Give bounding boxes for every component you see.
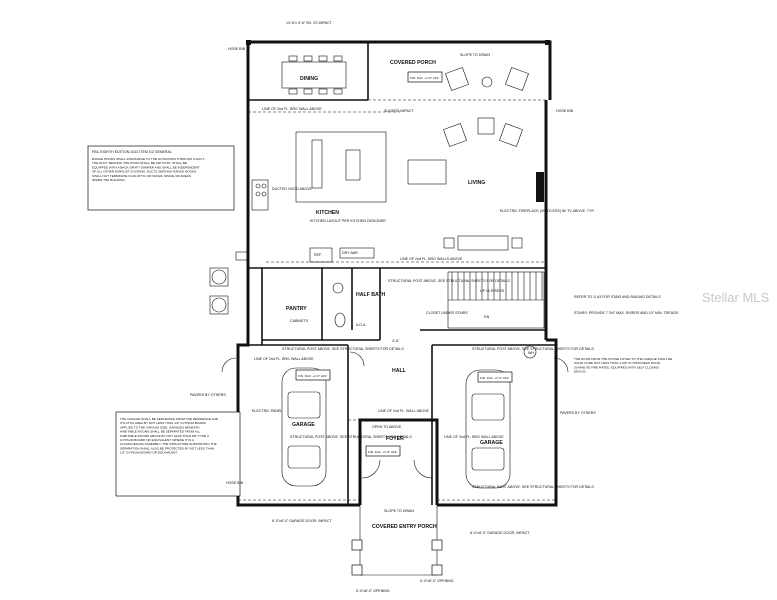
room-label-kitchen: KITCHEN [316,210,339,216]
ducted-hood-label: DUCTED HOOD ABOVE [272,187,313,191]
room-label-dining: DINING [300,76,318,82]
garage-cars [281,367,511,489]
hall-dim-label: 4'-6" [392,339,400,343]
brg-walls-label: LINE OF 2nd FL. BRG WALLS ABOVE [400,257,463,261]
ada-label: A.D.A. [356,323,366,327]
sliders-label: SLIDERS IMPACT [384,109,414,113]
room-label-covered-porch: COVERED PORCH [390,60,436,66]
brg-wall-label-left: LINE OF 2nd FL. BRG WALL ABOVE [254,357,314,361]
opening-label-left: 5'-0"x8'-0" OPENING [356,589,390,593]
stairs [447,271,545,329]
brg-wall-label-top: LINE OF 2nd FL. BRG WALL ABOVE [262,107,322,111]
fin-flr-label-porch: FIN. FLR. +1'-6" AFF [410,76,439,80]
hose-bib-label-bottom: HOSE BIB [226,481,244,485]
fin-flr-box [295,369,331,381]
stair-note: REFER TO 1/ A3 FOR STAIR AND RAILING DET… [574,295,661,299]
fin-flr-box-foyer [365,445,401,457]
interior-walls [238,42,556,505]
hood-note-box [87,145,235,211]
electric-panel-label: ELECTRIC PANEL [252,409,282,413]
door-swings [221,345,569,479]
brg-wall-label-bottom: LINE OF 2nd FL. BRG WALL ABOVE [256,503,316,507]
garage-door-label-left: 8'-0"x8'-0" GARAGE DOOR, IMPACT [272,519,332,523]
structural-post-label-5: STRUCTURAL POST ABOVE, SEE STRUCTURAL SH… [472,485,594,489]
ref-label: REF. [314,253,322,257]
structural-post-label-3: STRUCTURAL POST ABOVE, SEE STRUCTURAL SH… [472,347,594,351]
pavers-label: PAVERS BY OTHERS [190,393,226,397]
half-bath-fixtures [332,282,346,328]
room-label-living: LIVING [468,180,485,186]
brg-wall-label-garage: LINE OF 2nd FL. BRG WALL ABOVE [444,435,504,439]
fin-flr-box-right [477,371,513,383]
ac-units [209,267,229,315]
kitchen-layout-label: KITCHEN LAYOUT PER KITCHEN DESIGNER [310,219,386,223]
wh-label: WH [528,351,534,355]
garage-door-label-right: 8'-0"x8'-0" GARAGE DOOR, IMPACT [470,531,530,535]
porch-furniture [445,67,529,91]
dry-bar-label: DRY BAR [342,251,358,255]
garage-note-text: THE GARAGE SHALL BE SEPARATED FROM THE R… [120,417,219,455]
closet-label: CLOSET UNDER STAIRS [426,311,468,315]
watermark: Stellar MLS [702,290,770,305]
room-label-pantry: PANTRY [286,306,307,312]
opening-label-right: 5'-0"x8'-0" OPENING [420,579,454,583]
living-furniture [407,117,544,251]
stair-up-label: UP 16 RISERS [480,289,505,293]
garage-note-box [115,411,241,497]
cabinets-label: CABINETS [290,319,309,323]
hose-bib-label: HOSE BIB [228,47,246,51]
fin-flr-label-garage-right: FIN. FLR. +1'-0" AFF [480,376,509,380]
room-label-garage-right: GARAGE [480,440,503,446]
room-label-half-bath: HALF BATH [356,292,386,298]
structural-post-label: STRUCTURAL POST ABOVE, SEE STRUCTURAL SH… [388,279,510,283]
dining-table [281,55,347,95]
structural-post-label-2: STRUCTURAL POST ABOVE, SEE STRUCTURAL SH… [282,347,404,351]
room-label-garage-left: GARAGE [292,422,315,428]
slope-label-porch: SLOPE TO DRAIN [460,53,490,57]
slope-label-entry: SLOPE TO DRAIN [384,509,414,513]
fin-flr-box-porch [407,71,443,83]
room-label-entry-porch: COVERED ENTRY PORCH [372,524,437,530]
window-label-dining: 13'-6"x 5'-6" SH. 2S IMPACT [286,21,333,25]
stairs-provide-note: STAIRS: PROVIDE 7 3/4" MAX. RISERS AND 1… [574,311,679,315]
room-label-hall: HALL [392,368,407,374]
pavers-label-right: PAVERS BY OTHERS [560,411,596,415]
fin-flr-label-foyer: FIN. FLR. +1'-8" AFF [368,450,397,454]
structural-post-label-4: STRUCTURAL POST ABOVE, SEE STRUCTURAL SH… [290,435,412,439]
fire-door-note: THE DOOR FROM THE HOUSE FOYER TO THE GAR… [574,357,672,374]
kitchen-layout [235,131,387,263]
entry-columns [351,539,443,576]
open-above-label: OPEN TO ABOVE [372,425,402,429]
room-label-foyer: FOYER [386,436,404,442]
hose-bib-label-right: HOSE BIB [556,109,574,113]
hood-note-text: RANGE HOODS SHALL DISCHARGE TO THE OUTDO… [92,157,205,182]
stair-dn-label: DN [484,315,490,319]
wall-above-label: LINE OF 2nd FL. WALL ABOVE [378,409,429,413]
hood-note-title: FBC EIGHTH EDITION 2023 ITEM G2 GENERAL [92,150,172,154]
fin-flr-label-garage-left: FIN. FLR. +1'-0" AFF [298,374,327,378]
fireplace-label: ELECTRIC FIREPLACE (VENTLESS) W/ TV ABOV… [500,209,595,213]
